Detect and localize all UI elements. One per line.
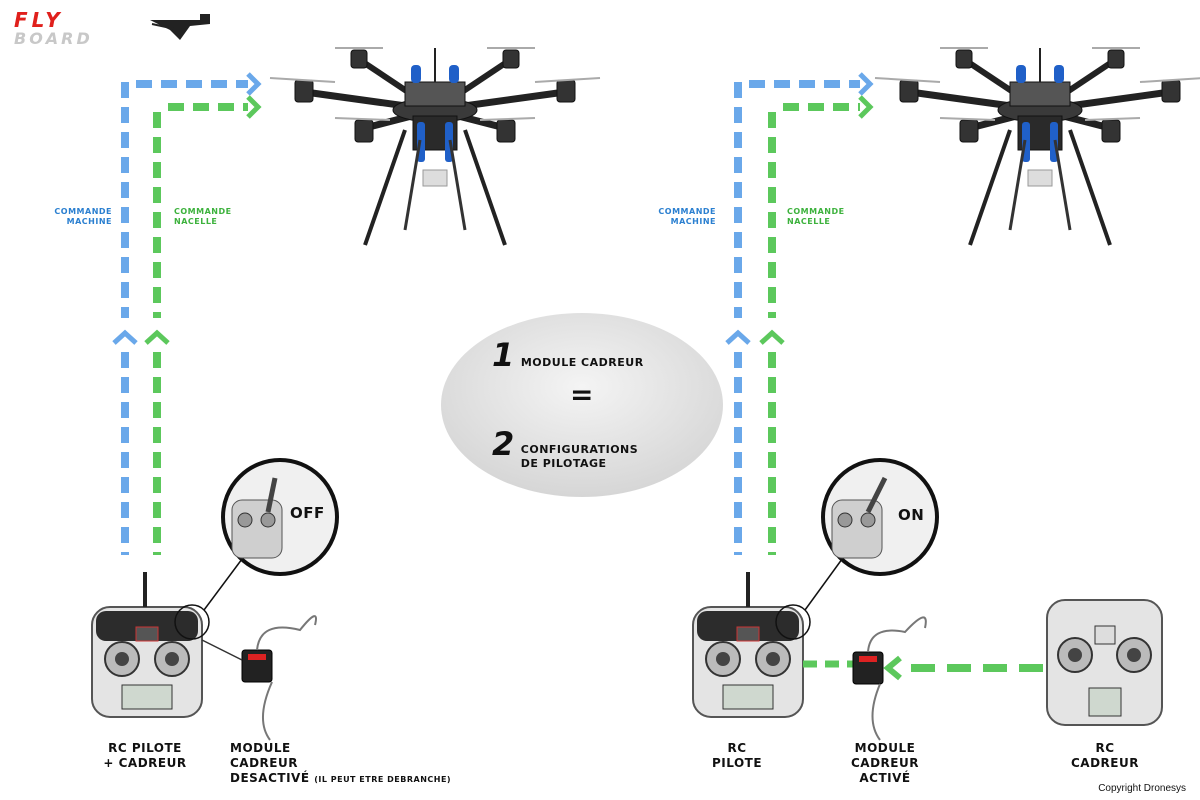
right-rc-pilote-caption: RC PILOTE <box>711 741 763 770</box>
right-drone <box>875 48 1200 245</box>
left-switch-zoom <box>221 458 339 576</box>
logo-line1: FLY <box>14 8 64 32</box>
logo-line2: BOARD <box>14 29 93 48</box>
copyright: Copyright Dronesys <box>1098 783 1186 794</box>
center-equals: = <box>570 378 594 411</box>
center-line1: 1 MODULE CADREUR <box>492 336 712 374</box>
right-switch-zoom <box>821 458 939 576</box>
center-line2: 2 CONFIGURATIONS DE PILOTAGE <box>492 425 712 471</box>
right-rc-pilote <box>692 606 804 718</box>
right-cmd-nacelle-label: COMMANDE NACELLE <box>787 207 845 226</box>
center-num1: 1 <box>492 336 515 374</box>
center-text2-line2: DE PILOTAGE <box>520 457 607 470</box>
center-ellipse <box>441 313 723 497</box>
right-blue-machine-line <box>725 72 874 555</box>
left-module-caption: MODULE CADREUR DESACTIVÉ (IL PEUT ETRE D… <box>230 741 452 785</box>
rc-cadreur-transmitter <box>1046 599 1163 726</box>
left-blue-machine-line <box>112 72 262 555</box>
center-text2-line1: CONFIGURATIONS <box>520 443 639 456</box>
left-cmd-machine-label: COMMANDE MACHINE <box>54 207 112 226</box>
right-module <box>852 651 884 685</box>
left-module <box>241 649 273 683</box>
right-module-caption: MODULE CADREUR ACTIVÉ <box>851 741 919 785</box>
right-cmd-machine-label: COMMANDE MACHINE <box>658 207 716 226</box>
right-green-nacelle-line <box>759 95 874 555</box>
left-switch-state: OFF <box>290 504 325 522</box>
flyboard-logo-icon <box>150 14 210 40</box>
left-green-nacelle-line <box>144 95 262 555</box>
left-rc-transmitter <box>91 606 203 718</box>
right-zoom-target <box>775 604 811 640</box>
left-zoom-target <box>174 604 210 640</box>
logo: FLY BOARD <box>14 10 164 48</box>
cadreur-to-module-link <box>883 655 1043 681</box>
left-cmd-nacelle-label: COMMANDE NACELLE <box>174 207 232 226</box>
rc-cadreur-caption: RC CADREUR <box>1071 741 1139 770</box>
right-switch-state: ON <box>898 506 925 524</box>
left-rc-caption: RC PILOTE + CADREUR <box>103 741 187 770</box>
left-module-note: (IL PEUT ETRE DEBRANCHE) <box>314 775 452 784</box>
center-num2: 2 <box>492 425 515 463</box>
left-drone <box>270 48 600 245</box>
center-text1: MODULE CADREUR <box>520 356 644 369</box>
